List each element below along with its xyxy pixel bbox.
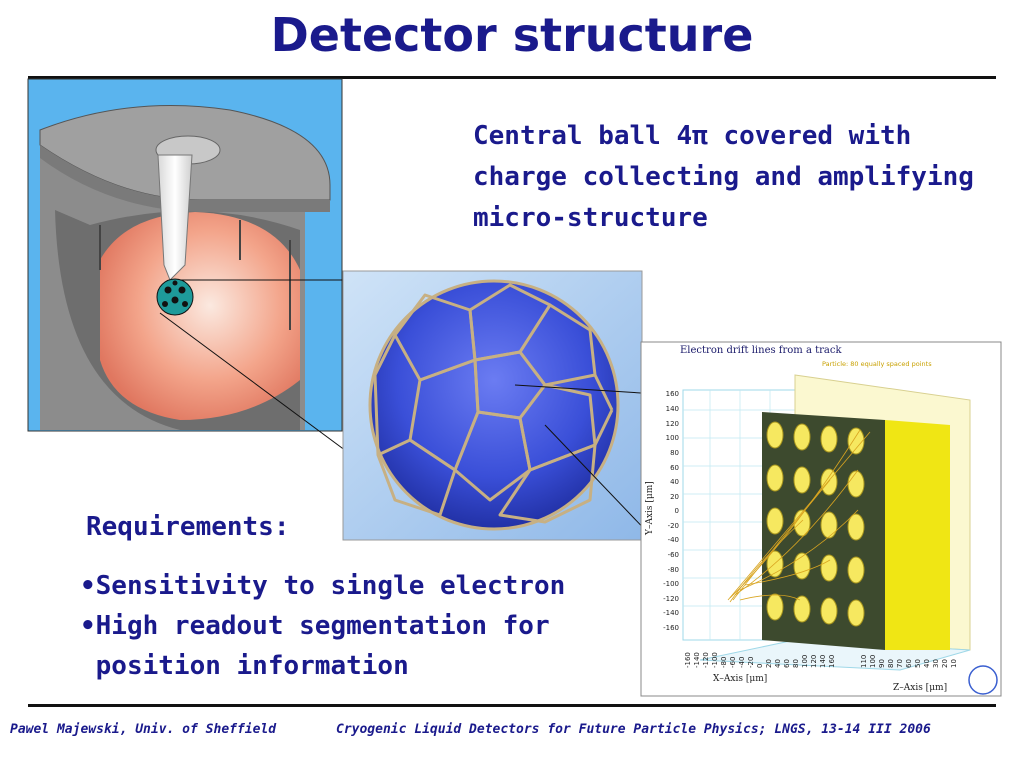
x-tick: -80 xyxy=(720,657,728,668)
z-tick: 50 xyxy=(914,659,922,668)
x-tick: -140 xyxy=(693,652,701,668)
y-tick: -160 xyxy=(663,624,679,632)
requirements-list: •Sensitivity to single electron •High re… xyxy=(80,566,620,686)
requirement-item: •Sensitivity to single electron xyxy=(80,571,566,601)
x-axis-label: X–Axis [μm] xyxy=(713,674,767,684)
description-line: micro-structure xyxy=(473,203,708,233)
x-tick: 140 xyxy=(819,655,827,668)
title-divider xyxy=(28,76,996,79)
x-tick: -60 xyxy=(729,657,737,668)
x-tick: 120 xyxy=(810,655,818,668)
x-tick: -120 xyxy=(702,652,710,668)
z-tick: 20 xyxy=(941,659,949,668)
y-tick: 40 xyxy=(670,478,679,486)
requirement-item: position information xyxy=(80,651,409,681)
x-tick: -40 xyxy=(738,657,746,668)
z-tick: 110 xyxy=(860,655,868,668)
x-tick: -100 xyxy=(711,652,719,668)
y-tick: 80 xyxy=(670,449,679,457)
plot-title: Electron drift lines from a track xyxy=(680,345,842,356)
y-tick: -20 xyxy=(668,522,679,530)
y-tick: -40 xyxy=(668,536,679,544)
y-tick: -60 xyxy=(668,551,679,559)
z-tick: 10 xyxy=(950,659,958,668)
orientation-indicator xyxy=(968,665,998,695)
footer-author: Pawel Majewski, Univ. of Sheffield xyxy=(10,722,277,737)
footer-event: Cryogenic Liquid Detectors for Future Pa… xyxy=(336,722,931,737)
geodesic-ball-image xyxy=(342,270,643,541)
x-tick: 20 xyxy=(765,659,773,668)
z-tick: 30 xyxy=(932,659,940,668)
x-tick: -160 xyxy=(684,652,692,668)
detector-cutaway-image xyxy=(27,78,343,432)
y-tick: -140 xyxy=(663,609,679,617)
y-tick: 20 xyxy=(670,493,679,501)
z-tick: 90 xyxy=(878,659,886,668)
description-line: Central ball 4π covered with xyxy=(473,121,912,151)
z-tick: 100 xyxy=(869,655,877,668)
x-tick: 60 xyxy=(783,659,791,668)
y-tick: 140 xyxy=(666,405,679,413)
drift-lines-plot: 160 140 120 100 80 60 40 20 0 -20 -40 -6… xyxy=(640,341,1002,697)
x-tick: 80 xyxy=(792,659,800,668)
x-tick: 40 xyxy=(774,659,782,668)
x-tick: 100 xyxy=(801,655,809,668)
x-tick: 0 xyxy=(756,664,764,668)
ball-description: Central ball 4π covered with charge coll… xyxy=(473,116,1013,239)
requirements-heading: Requirements: xyxy=(86,512,290,542)
z-tick: 70 xyxy=(896,659,904,668)
footer-divider xyxy=(28,704,996,707)
y-tick: -120 xyxy=(663,595,679,603)
description-line: charge collecting and amplifying xyxy=(473,162,974,192)
requirement-item: •High readout segmentation for xyxy=(80,611,550,641)
slide-title: Detector structure xyxy=(270,8,754,62)
y-tick: -80 xyxy=(668,566,679,574)
x-tick: -20 xyxy=(747,657,755,668)
y-tick: 60 xyxy=(670,464,679,472)
y-tick: 160 xyxy=(666,390,679,398)
x-tick: 160 xyxy=(828,655,836,668)
y-tick: 0 xyxy=(675,507,679,515)
z-tick: 60 xyxy=(905,659,913,668)
detector-illustrations: 160 140 120 100 80 60 40 20 0 -20 -40 -6… xyxy=(27,78,1002,697)
y-axis-label: Y–Axis [μm] xyxy=(645,481,655,536)
y-tick: 100 xyxy=(666,434,679,442)
y-tick: -100 xyxy=(663,580,679,588)
y-tick: 120 xyxy=(666,420,679,428)
z-tick: 40 xyxy=(923,659,931,668)
z-axis-label: Z–Axis [μm] xyxy=(893,683,947,693)
z-tick: 80 xyxy=(887,659,895,668)
plot-subtitle: Particle: 80 equally spaced points xyxy=(822,360,932,368)
